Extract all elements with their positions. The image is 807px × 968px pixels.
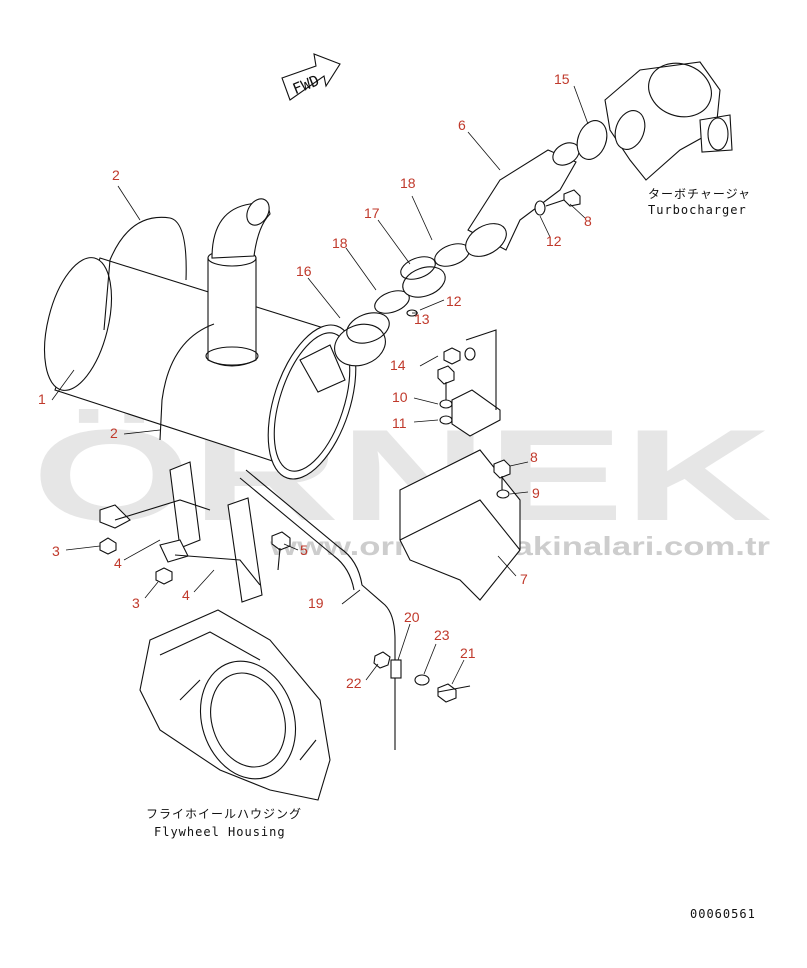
- mounting-bracket-right: [159, 497, 263, 603]
- callout-14: 14: [390, 357, 406, 373]
- nut-lower: [155, 567, 173, 585]
- leader-lines: [51, 85, 589, 685]
- mounting-bracket-left: [99, 461, 211, 549]
- bellows-16: [334, 312, 390, 367]
- tailpipe: [245, 469, 396, 750]
- callout-22: 22: [346, 675, 362, 691]
- washer-23: [414, 674, 430, 686]
- callout-2: 2: [110, 425, 118, 441]
- washer-10: [439, 399, 453, 409]
- callout-3: 3: [132, 595, 140, 611]
- turbocharger-label-jp: ターボチャージャ: [648, 187, 751, 201]
- muffler: [44, 198, 357, 480]
- callout-7: 7: [520, 571, 528, 587]
- u-bolt-upper: [103, 216, 187, 331]
- callout-4: 4: [182, 587, 190, 603]
- callout-11: 11: [392, 415, 407, 431]
- clamp: [390, 659, 402, 679]
- drawing-number: 00060561: [690, 907, 756, 921]
- washer-11: [439, 415, 453, 425]
- callout-9: 9: [532, 485, 540, 501]
- callout-2: 2: [112, 167, 120, 183]
- turbocharger-label-en: Turbocharger: [648, 203, 747, 217]
- callout-8: 8: [584, 213, 592, 229]
- callout-16: 16: [296, 263, 312, 279]
- gasket-15: [576, 120, 608, 160]
- callout-12: 12: [446, 293, 462, 309]
- callout-15: 15: [554, 71, 570, 87]
- bolt-21: [437, 683, 471, 703]
- flywheel-housing: [139, 609, 331, 801]
- callout-23: 23: [434, 627, 450, 643]
- mounting-plate-7: [399, 449, 521, 601]
- callout-1: 1: [38, 391, 46, 407]
- bolt-8-lower: [493, 459, 511, 494]
- flywheel-housing-label-jp: フライホイールハウジング: [146, 807, 302, 821]
- callout-4: 4: [114, 555, 122, 571]
- bolt-14: [437, 365, 455, 400]
- callout-5: 5: [300, 542, 308, 558]
- callout-18: 18: [332, 235, 348, 251]
- callouts: 1 2 2 3 3 4 4 5 6 7 8 8 9 10 11 12 12 13…: [38, 71, 592, 691]
- bolt-8-upper: [545, 189, 581, 207]
- callout-21: 21: [460, 645, 476, 661]
- nut-13: [443, 347, 461, 365]
- callout-12: 12: [546, 233, 562, 249]
- bolt-5: [271, 531, 291, 571]
- washer-13: [464, 347, 476, 361]
- exhaust-elbow: [465, 142, 580, 257]
- callout-3: 3: [52, 543, 60, 559]
- fwd-arrow-icon: FWD: [281, 53, 341, 101]
- callout-8: 8: [530, 449, 538, 465]
- flywheel-housing-label-en: Flywheel Housing: [154, 825, 286, 839]
- callout-18: 18: [400, 175, 416, 191]
- u-bolt-lower: [159, 323, 215, 441]
- callout-19: 19: [308, 595, 324, 611]
- callout-10: 10: [392, 389, 408, 405]
- washer-12-upper: [534, 200, 546, 216]
- washer-9: [496, 489, 510, 499]
- nut-left: [99, 537, 117, 555]
- turbocharger: [604, 61, 733, 181]
- callout-6: 6: [458, 117, 466, 133]
- callout-17: 17: [364, 205, 380, 221]
- support-bracket: [451, 329, 501, 437]
- callout-20: 20: [404, 609, 420, 625]
- bellows-17: [400, 256, 446, 298]
- callout-13: 13: [414, 311, 430, 327]
